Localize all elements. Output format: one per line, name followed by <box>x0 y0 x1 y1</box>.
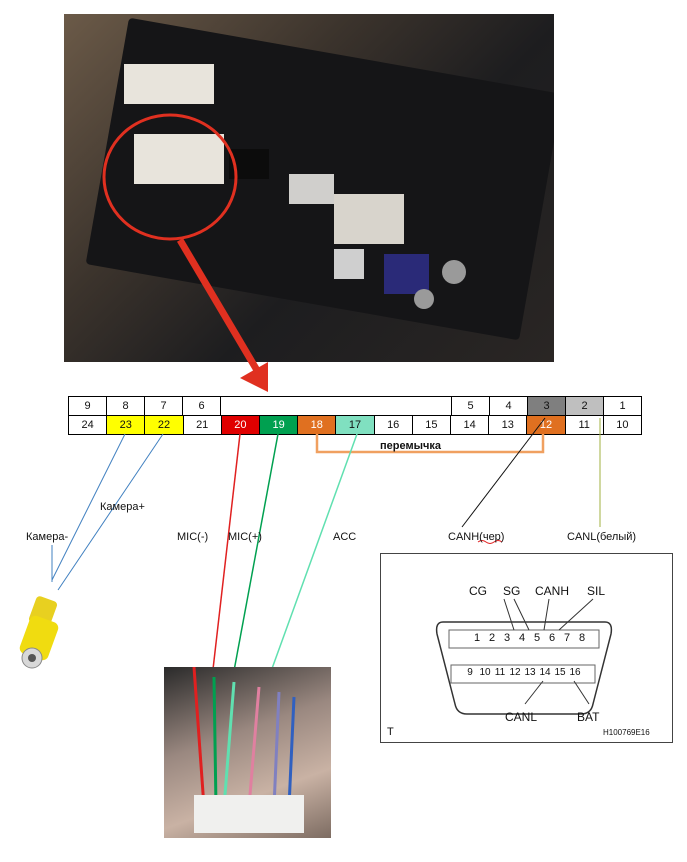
camera-plus-line <box>57 433 164 591</box>
obd-pin-10: 10 <box>479 667 491 678</box>
canl-label: CANL(белый) <box>567 531 637 543</box>
obd-connector-outline <box>435 598 613 715</box>
head-unit-photo <box>64 14 562 362</box>
acc-label: ACC <box>333 531 357 543</box>
obd-label-bat: BAT <box>577 710 600 724</box>
mic-plus-label: MIC(+) <box>228 531 262 543</box>
obd-pin-3: 3 <box>503 632 511 644</box>
obd-pin-16: 16 <box>569 667 581 678</box>
obd-pin-15: 15 <box>554 667 566 678</box>
highlight-arrow-shaft <box>176 238 262 374</box>
obd-label-canl: CANL <box>505 710 538 724</box>
obd-pin-11: 11 <box>494 667 506 678</box>
camera-plus-label: Камера+ <box>100 501 145 513</box>
obd-corner-letter: T <box>387 726 394 738</box>
highlight-overlay <box>102 113 268 392</box>
obd-ref-code: H100769E16 <box>603 728 650 737</box>
obd-pin-14: 14 <box>539 667 551 678</box>
jumper-bracket <box>315 434 545 454</box>
obd-pin-5: 5 <box>533 632 541 644</box>
obd-label-cg: CG <box>469 584 487 598</box>
canh-line <box>461 417 546 528</box>
bottom-pin-10: 10 <box>602 415 642 435</box>
obd-pin-4: 4 <box>518 632 526 644</box>
highlight-arrow-head <box>240 362 268 392</box>
obd-pin-12: 12 <box>509 667 521 678</box>
obd-pin-9: 9 <box>467 667 473 678</box>
obd-pin-6: 6 <box>548 632 556 644</box>
mic-minus-label: MIC(-) <box>177 531 209 543</box>
highlight-circle <box>102 113 238 241</box>
obd-pin-8: 8 <box>578 632 586 644</box>
jumper-label: перемычка <box>380 440 441 452</box>
spellcheck-squiggle <box>477 540 503 544</box>
obd-label-canh: CANH <box>535 584 570 598</box>
bottom-pin-23: 23 <box>106 415 146 435</box>
obd-pin-2: 2 <box>488 632 496 644</box>
camera-minus-label: Камера- <box>26 531 69 543</box>
obd-pin-13: 13 <box>524 667 536 678</box>
obd-label-sg: SG <box>503 584 521 598</box>
camera-minus-line <box>51 433 126 581</box>
harness-photo <box>164 666 331 838</box>
obd-pin-7: 7 <box>563 632 571 644</box>
obd-label-sil: SIL <box>587 584 606 598</box>
harness-illustration <box>192 666 304 833</box>
obd-pin-1: 1 <box>473 632 481 644</box>
rca-plug-icon <box>19 596 59 669</box>
canh-label: CANH(чер) <box>448 531 505 543</box>
